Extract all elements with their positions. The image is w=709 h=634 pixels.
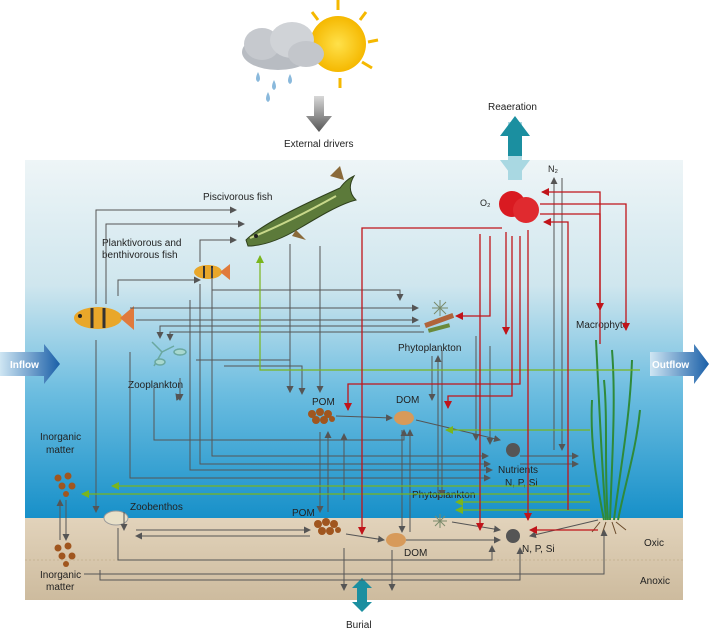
burial-label: Burial [346,620,372,631]
inorganic-sediment-label-line2: matter [46,582,75,593]
reaeration-arrow [500,116,530,180]
external-drivers-label: External drivers [284,139,353,150]
dom-water-icon [394,411,414,425]
external-drivers-arrow [306,96,332,132]
pom-water-label: POM [312,397,335,408]
pom-water-icon [308,408,335,424]
phytoplankton-sediment-label: Phytoplankton [412,490,475,501]
pom-sediment-label: POM [292,508,315,519]
nutrients-label-line2: N, P, Si [505,478,538,489]
phytoplankton-water-label: Phytoplankton [398,343,461,354]
n2-label: N₂ [548,164,558,174]
anoxic-label: Anoxic [640,576,670,587]
inflow-arrow [0,344,60,384]
dom-sediment-icon [386,533,406,547]
zooplankton-icon [151,341,187,367]
pom-sediment-icon [314,518,341,535]
nutrients-label-line1: Nutrients [498,465,538,476]
inorganic-water-label-line2: matter [46,445,75,456]
zoobenthos-icon [103,510,129,526]
nutrients-sediment-icon [506,529,520,543]
oxygen-molecule-icon [499,191,539,223]
inorganic-sediment-label-line1: Inorganic [40,570,81,581]
macrophyte-icon [590,339,641,521]
red-flow-arrows [344,188,630,535]
zooplankton-label: Zooplankton [128,380,183,391]
zoobenthos-label: Zoobenthos [130,502,183,513]
oxic-label: Oxic [644,538,664,549]
reaeration-label: Reaeration [488,102,537,113]
piscivorous-fish-label: Piscivorous fish [203,192,272,203]
inorganic-sediment-icon [54,542,76,567]
nutrients-water-icon [506,443,520,457]
perch-fish-icon [74,306,134,330]
nutrients-sediment-label: N, P, Si [522,544,555,555]
sun-cloud-rain-icon [242,0,379,102]
phytoplankton-icon [424,300,455,333]
inorganic-water-icon [54,472,76,497]
pike-fish-icon [245,166,357,247]
outflow-label: Outflow [652,360,689,371]
o2-label: O₂ [480,198,491,208]
planktivorous-fish-label-line2: benthivorous fish [102,250,178,261]
gray-flow-arrows [56,177,608,591]
phytoplankton-sediment-icon [433,514,447,528]
macrophyte-label: Macrophyte [576,320,629,331]
outflow-arrow [650,344,709,384]
burial-arrow [352,578,372,612]
planktivorous-fish-label-line1: Planktivorous and [102,238,182,249]
green-flow-arrows [81,255,640,514]
inorganic-water-label-line1: Inorganic [40,432,81,443]
dom-sediment-label: DOM [404,548,427,559]
inflow-label: Inflow [10,360,39,371]
macrophyte-roots [591,521,627,535]
dom-water-label: DOM [396,395,419,406]
